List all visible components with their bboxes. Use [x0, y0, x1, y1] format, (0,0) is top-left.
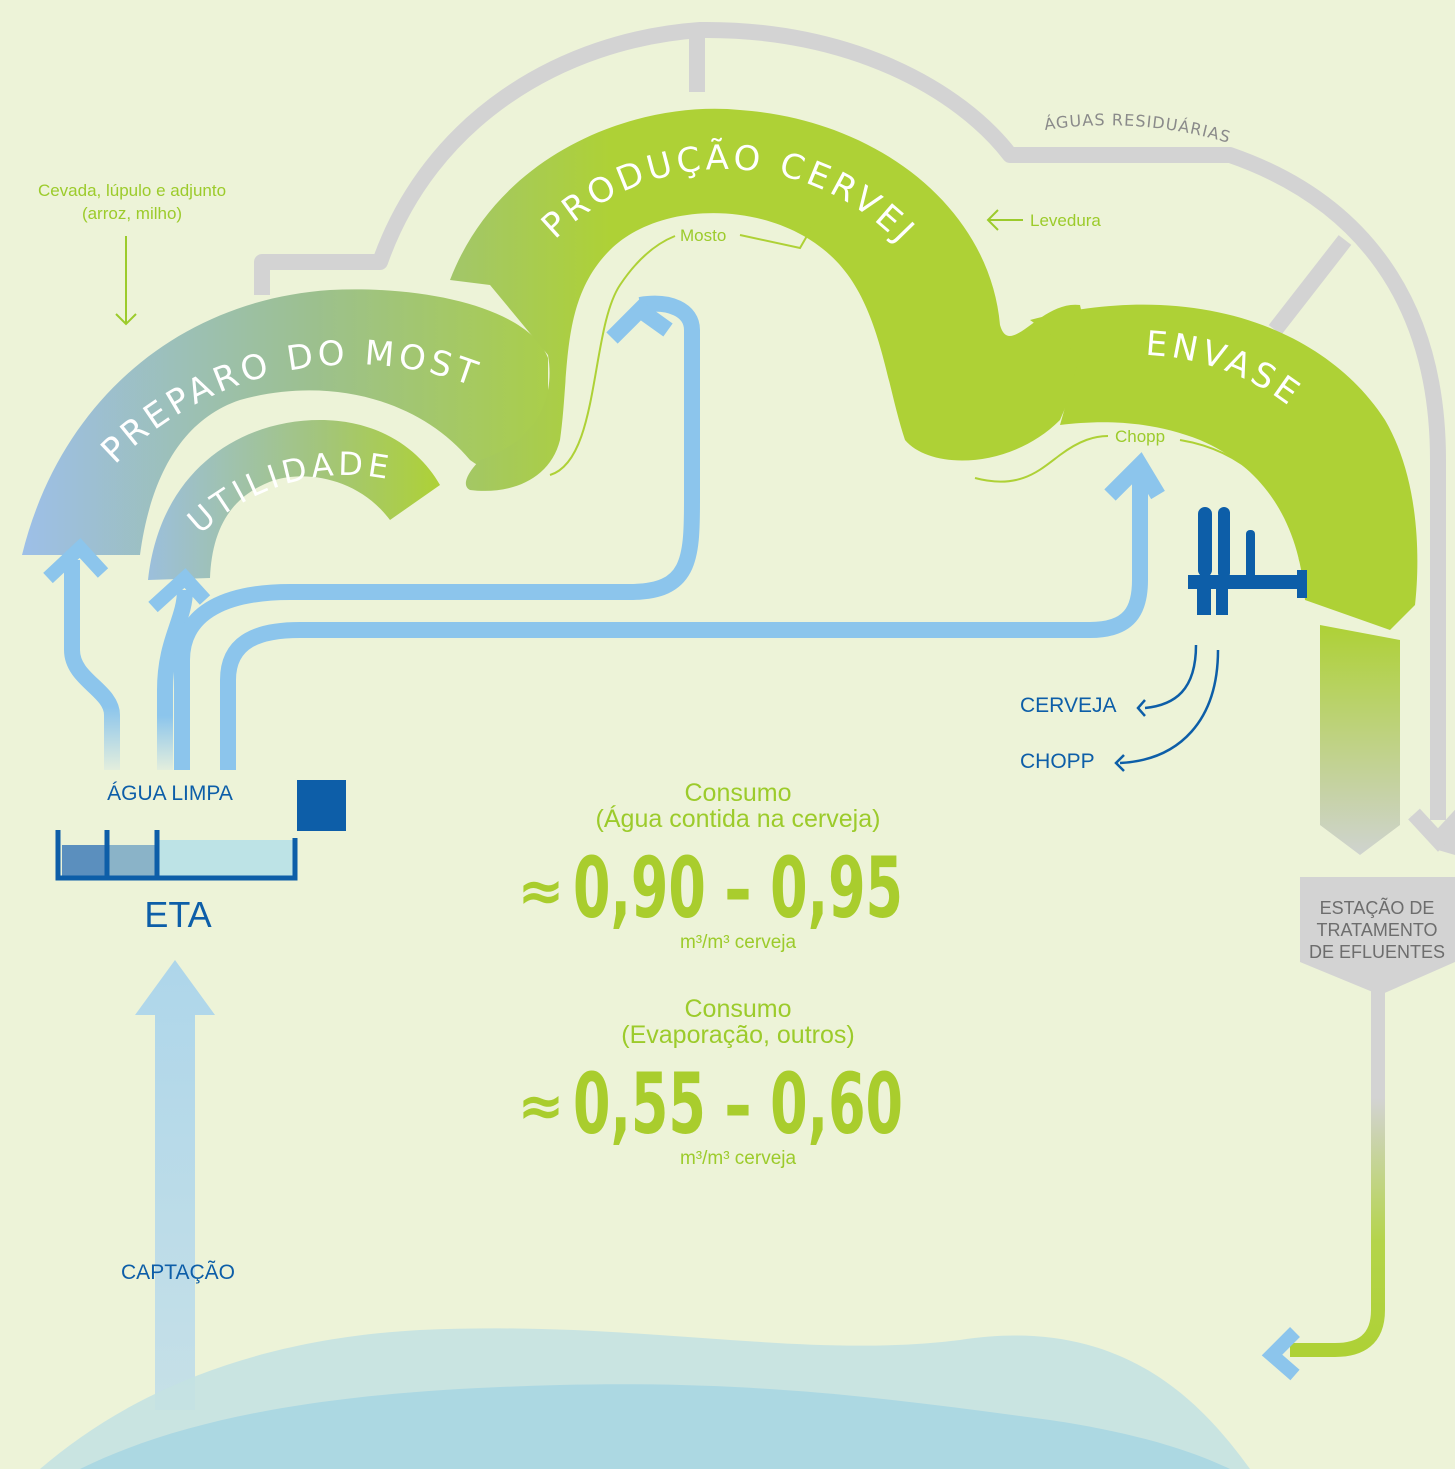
clean-water-pipes: [64, 560, 193, 770]
consumo2-approx: ≈: [518, 1074, 565, 1139]
eta-label: ETA: [144, 894, 211, 935]
drain-to-ete: [1320, 625, 1400, 855]
chopp-line: [974, 435, 1305, 561]
aguas-residuarias-label: ÁGUAS RESIDUÁRIAS: [1043, 110, 1233, 147]
eta-tank: [55, 780, 346, 881]
consumo2-range: 0,55 – 0,60: [573, 1055, 903, 1153]
mosto-label: Mosto: [680, 226, 726, 245]
water-body: [40, 1328, 1250, 1469]
chopp-small-label: Chopp: [1115, 427, 1165, 446]
ete-label-line2: TRATAMENTO: [1317, 920, 1438, 940]
ete-return-arrow-head: [1261, 1327, 1300, 1381]
main-water-pipes: [174, 295, 1148, 770]
agua-limpa-label: ÁGUA LIMPA: [107, 782, 233, 805]
beer-tap-icon: [1188, 507, 1307, 615]
consumo2-title: Consumo: [685, 995, 792, 1023]
consumo1-unit: m³/m³ cerveja: [680, 932, 797, 953]
consumo2-subtitle: (Evaporação, outros): [621, 1021, 854, 1049]
cevada-arrow: [115, 236, 137, 326]
consumo1-approx: ≈: [518, 859, 565, 924]
tap-output-lines: [1114, 644, 1220, 772]
ete-label-line1: ESTAÇÃO DE: [1320, 897, 1435, 918]
chopp-output-label: CHOPP: [1020, 750, 1095, 773]
arrow-head-envase: [1104, 452, 1165, 501]
wastewater-pipes: [254, 21, 1446, 820]
blue-arrow-heads-left: [43, 538, 211, 613]
band-envase: [1030, 304, 1418, 630]
consumo1-range: 0,90 – 0,95: [573, 839, 903, 937]
captacao-label: CAPTAÇÃO: [121, 1260, 235, 1284]
cevada-label-line1: Cevada, lúpulo e adjunto: [38, 181, 226, 200]
consumo1-subtitle: (Água contida na cerveja): [596, 804, 881, 833]
ete-box: [1300, 877, 1455, 995]
band-preparo-do-mosto: [22, 289, 548, 555]
levedura-label: Levedura: [1030, 211, 1101, 230]
arrow-head-producao: [606, 299, 673, 344]
cerveja-output-label: CERVEJA: [1020, 694, 1116, 717]
levedura-arrow: [986, 209, 1023, 231]
consumo2-unit: m³/m³ cerveja: [680, 1148, 797, 1169]
captacao-arrow: [135, 960, 215, 1410]
band-producao-cerveja: [450, 108, 1090, 491]
ete-return-pipe: [1290, 990, 1385, 1357]
cevada-label-line2: (arroz, milho): [82, 204, 182, 223]
wastewater-arrow-chevron: [1408, 808, 1455, 852]
consumo1-title: Consumo: [685, 779, 792, 807]
band-utilidades: [148, 420, 440, 580]
ete-label-line3: DE EFLUENTES: [1309, 942, 1445, 962]
mosto-line: [549, 221, 816, 476]
